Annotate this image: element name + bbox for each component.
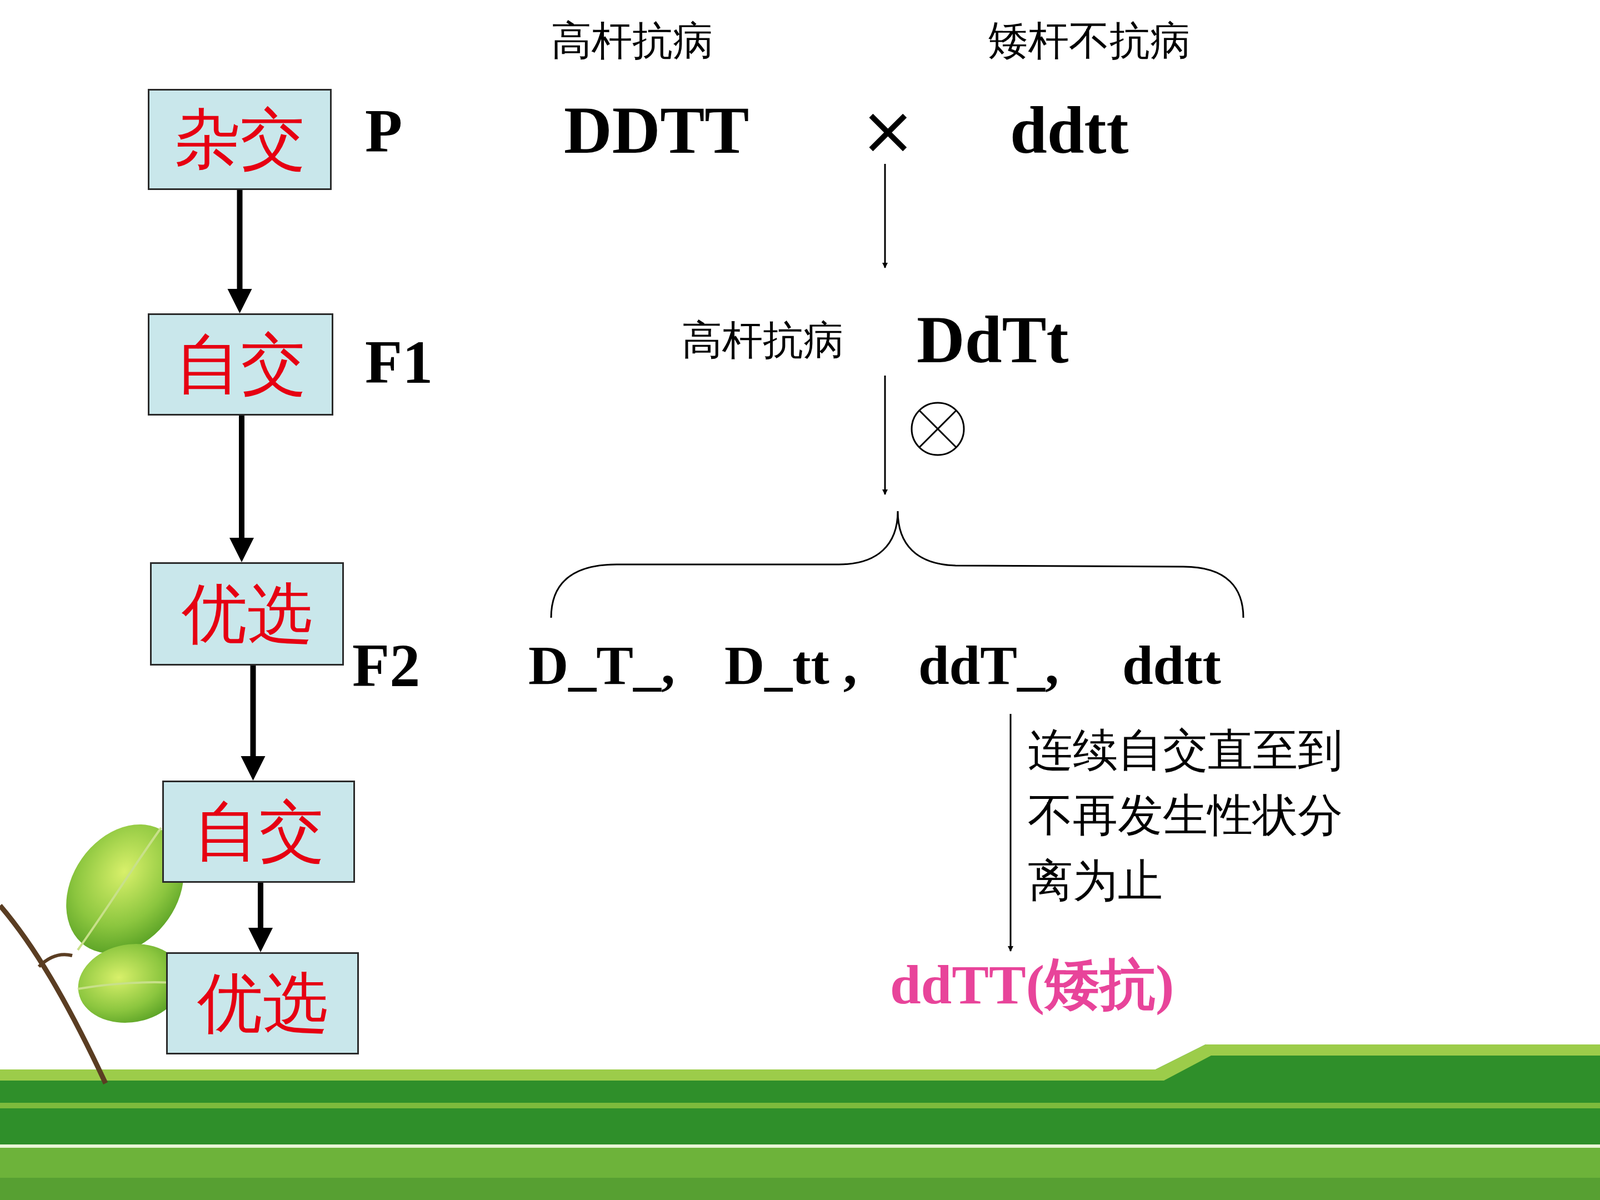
generation-label: F2 [352, 632, 420, 700]
cross-symbol: × [860, 93, 917, 168]
result-genotype: ddTT(矮抗) [890, 954, 1174, 1016]
brace [551, 511, 1244, 618]
process-box: 优选 [150, 562, 344, 666]
flow-arrow [227, 190, 253, 314]
flow-arrow [241, 665, 266, 781]
phenotype-label: 高杆抗病 [551, 18, 714, 63]
genotype-label: ddtt [1122, 635, 1222, 697]
box-text: 自交 [193, 795, 325, 868]
box-text: 自交 [175, 328, 307, 401]
process-box: 自交 [162, 780, 355, 883]
flow-arrow [229, 415, 254, 563]
ground-bands [0, 1044, 1600, 1200]
phenotype-label: 高杆抗病 [681, 317, 844, 363]
process-box: 杂交 [147, 88, 332, 190]
generation-label: P [365, 97, 403, 165]
generation-label: F1 [365, 328, 433, 397]
genotype-label: ddtt [1010, 93, 1129, 168]
process-box: 优选 [166, 952, 359, 1055]
genotype-label: DDTT [563, 93, 749, 168]
box-text: 杂交 [174, 103, 306, 176]
box-text: 优选 [181, 577, 313, 650]
phenotype-label: 矮杆不抗病 [987, 18, 1191, 63]
process-box: 自交 [147, 313, 334, 416]
selfing-symbol [911, 402, 964, 455]
genotype-label: ddT_, [918, 635, 1059, 697]
note-text: 连续自交直至到 不再发生性状分 离为止 [1027, 717, 1361, 914]
genotype-label: DdTt [916, 303, 1069, 377]
box-text: 优选 [197, 967, 329, 1040]
flow-arrow [248, 882, 273, 953]
cross-arrows [885, 163, 1011, 952]
genotype-label: D_T_, [528, 635, 675, 697]
genotype-label: D_tt , [724, 635, 858, 697]
